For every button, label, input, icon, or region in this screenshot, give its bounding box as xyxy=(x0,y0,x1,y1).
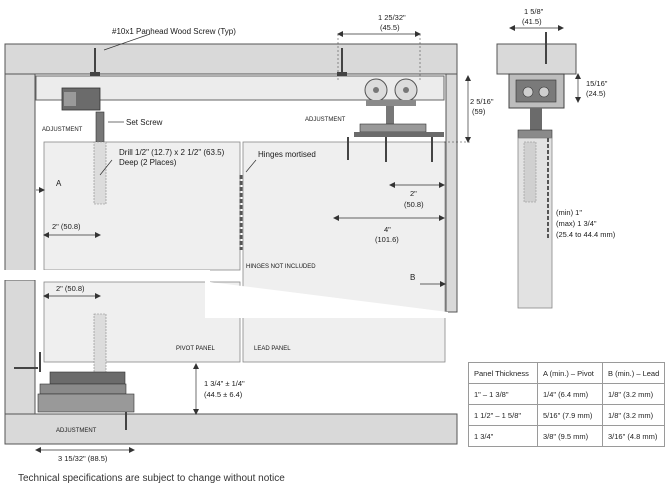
table-row: 1 3/4" 3/8" (9.5 mm) 3/16" (4.8 mm) xyxy=(468,425,666,447)
bottom-pivot-hardware xyxy=(37,313,135,430)
hinges-not-included-label: HINGES NOT INCLUDED xyxy=(246,264,316,270)
header-jamb xyxy=(4,43,458,75)
wood-screw-icon xyxy=(337,48,347,76)
drill-label-line1: Drill 1/2" (12.7) x 2 1/2" (63.5) xyxy=(119,148,225,157)
dim-side-width-mm: (41.5) xyxy=(522,17,542,26)
footnote: Technical specifications are subject to … xyxy=(18,473,285,484)
marker-b: B xyxy=(410,273,415,282)
panel-thickness-table: Panel Thickness A (min.) – Pivot B (min.… xyxy=(468,362,666,447)
panel-range-2: (max) 1 3/4" xyxy=(556,219,597,228)
table-cell: 1/8" (3.2 mm) xyxy=(601,383,666,405)
dim-two-inch-a: 2" (50.8) xyxy=(52,222,81,231)
right-jamb xyxy=(445,73,458,313)
table-cell: 1 1/2" – 1 5/8" xyxy=(468,404,538,426)
dim-height-frac: 2 5/16" xyxy=(470,97,494,106)
table-header-cell: A (min.) – Pivot xyxy=(537,362,603,384)
side-header xyxy=(496,43,577,75)
drill-label-line2: Deep (2 Places) xyxy=(119,158,177,167)
dim-side-width-frac: 1 5/8" xyxy=(524,7,544,16)
dim-side-drop-frac: 15/16" xyxy=(586,79,608,88)
panel-range-1: (min) 1" xyxy=(556,208,582,217)
table-cell: 3/16" (4.8 mm) xyxy=(601,425,666,447)
table-header-cell: B (min.) – Lead xyxy=(601,362,666,384)
dim-two-inch-c: 2" (50.8) xyxy=(56,284,85,293)
dim-height-mm: (59) xyxy=(472,107,486,116)
wood-screw-icon xyxy=(90,48,100,76)
hinges-mortised-label: Hinges mortised xyxy=(258,150,316,159)
screw-label: #10x1 Panhead Wood Screw (Typ) xyxy=(112,27,236,36)
dim-four-inch-frac: 4" xyxy=(384,225,391,234)
floor xyxy=(4,413,458,445)
drill-hole-top xyxy=(93,141,107,205)
dimension-lines xyxy=(35,25,581,453)
left-jamb xyxy=(4,73,36,273)
adjustment-bottom-label: ADJUSTMENT xyxy=(56,428,97,434)
dim-bottom-gap-mm: (44.5 ± 6.4) xyxy=(204,390,243,399)
drill-hole-bottom xyxy=(93,313,107,377)
adjustment-top-left-label: ADJUSTMENT xyxy=(42,127,83,133)
dim-two-inch-b-mm: (50.8) xyxy=(404,200,424,209)
table-row: 1" – 1 3/8" 1/4" (6.4 mm) 1/8" (3.2 mm) xyxy=(468,383,666,405)
table-header-cell: Panel Thickness xyxy=(468,362,538,384)
dim-four-inch-mm: (101.6) xyxy=(375,235,399,244)
dim-two-inch-b-frac: 2" xyxy=(410,189,417,198)
adjustment-top-right-label: ADJUSTMENT xyxy=(305,117,346,123)
door-panels xyxy=(0,141,448,363)
set-screw-label: Set Screw xyxy=(126,118,163,127)
lead-trolley-hardware xyxy=(354,78,444,137)
table-cell: 5/16" (7.9 mm) xyxy=(537,404,603,426)
table-cell: 3/8" (9.5 mm) xyxy=(537,425,603,447)
dim-bottom-width: 3 15/32" (88.5) xyxy=(58,454,108,463)
table-cell: 1/8" (3.2 mm) xyxy=(601,404,666,426)
lead-panel-upper xyxy=(242,141,446,313)
lead-panel-label: LEAD PANEL xyxy=(254,346,291,352)
pivot-panel-label: PIVOT PANEL xyxy=(176,346,215,352)
lead-panel-lower xyxy=(242,315,446,363)
dim-top-width-frac: 1 25/32" xyxy=(378,13,406,22)
left-jamb-lower xyxy=(4,279,36,415)
dim-top-width-mm: (45.5) xyxy=(380,23,400,32)
side-section-view xyxy=(496,43,577,309)
pivot-panel-upper xyxy=(43,141,241,271)
dim-bottom-gap-frac: 1 3/4" ± 1/4" xyxy=(204,379,245,388)
table-cell: 1" – 1 3/8" xyxy=(468,383,538,405)
break-band xyxy=(0,270,448,318)
table-row: 1 1/2" – 1 5/8" 5/16" (7.9 mm) 1/8" (3.2… xyxy=(468,404,666,426)
marker-a: A xyxy=(56,179,62,188)
top-pivot-hardware xyxy=(61,87,107,205)
panel-range-3: (25.4 to 44.4 mm) xyxy=(556,230,616,239)
table-cell: 1/4" (6.4 mm) xyxy=(537,383,603,405)
table-cell: 1 3/4" xyxy=(468,425,538,447)
dim-side-drop-mm: (24.5) xyxy=(586,89,606,98)
table-header-row: Panel Thickness A (min.) – Pivot B (min.… xyxy=(468,362,666,384)
